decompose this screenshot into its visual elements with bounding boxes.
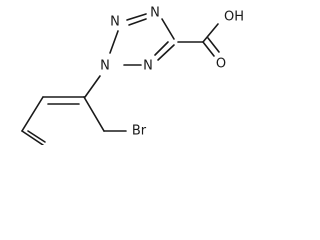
tetrazole-ring (109, 13, 175, 66)
atom-label-oh: OH (224, 10, 244, 25)
bond-carboxyl-o-double (207, 37, 220, 53)
bond-n1-n4-double (128, 18, 147, 26)
atom-label-br: Br (132, 124, 147, 139)
atom-label-n-lower: N (143, 59, 153, 74)
bond-c5-n3 (157, 44, 175, 61)
atom-label-o: O (216, 57, 226, 72)
molecule-diagram: N N N N OH O Br (21, 6, 244, 145)
bond-benzene-2 (21, 96, 44, 132)
bond-carboxyl-oh (202, 23, 219, 43)
benzene-ring (21, 96, 105, 145)
bond-c5-n3-double (154, 41, 169, 56)
bond-benzene-4 (83, 96, 105, 132)
atom-label-n-upper: N (150, 6, 160, 21)
atom-label-n-top: N (110, 15, 120, 30)
bond-benzene-inner-2 (27, 130, 46, 143)
atom-label-n-left: N (100, 59, 110, 74)
bond-n1-n4 (126, 13, 147, 21)
bond-n1-n2 (109, 30, 119, 54)
bond-benzene-3 (21, 130, 44, 145)
bond-n2-aryl (84, 75, 101, 98)
carboxylic-acid-group (177, 23, 220, 57)
bond-carboxyl-o (202, 41, 215, 57)
bond-n4-c5 (161, 18, 175, 40)
